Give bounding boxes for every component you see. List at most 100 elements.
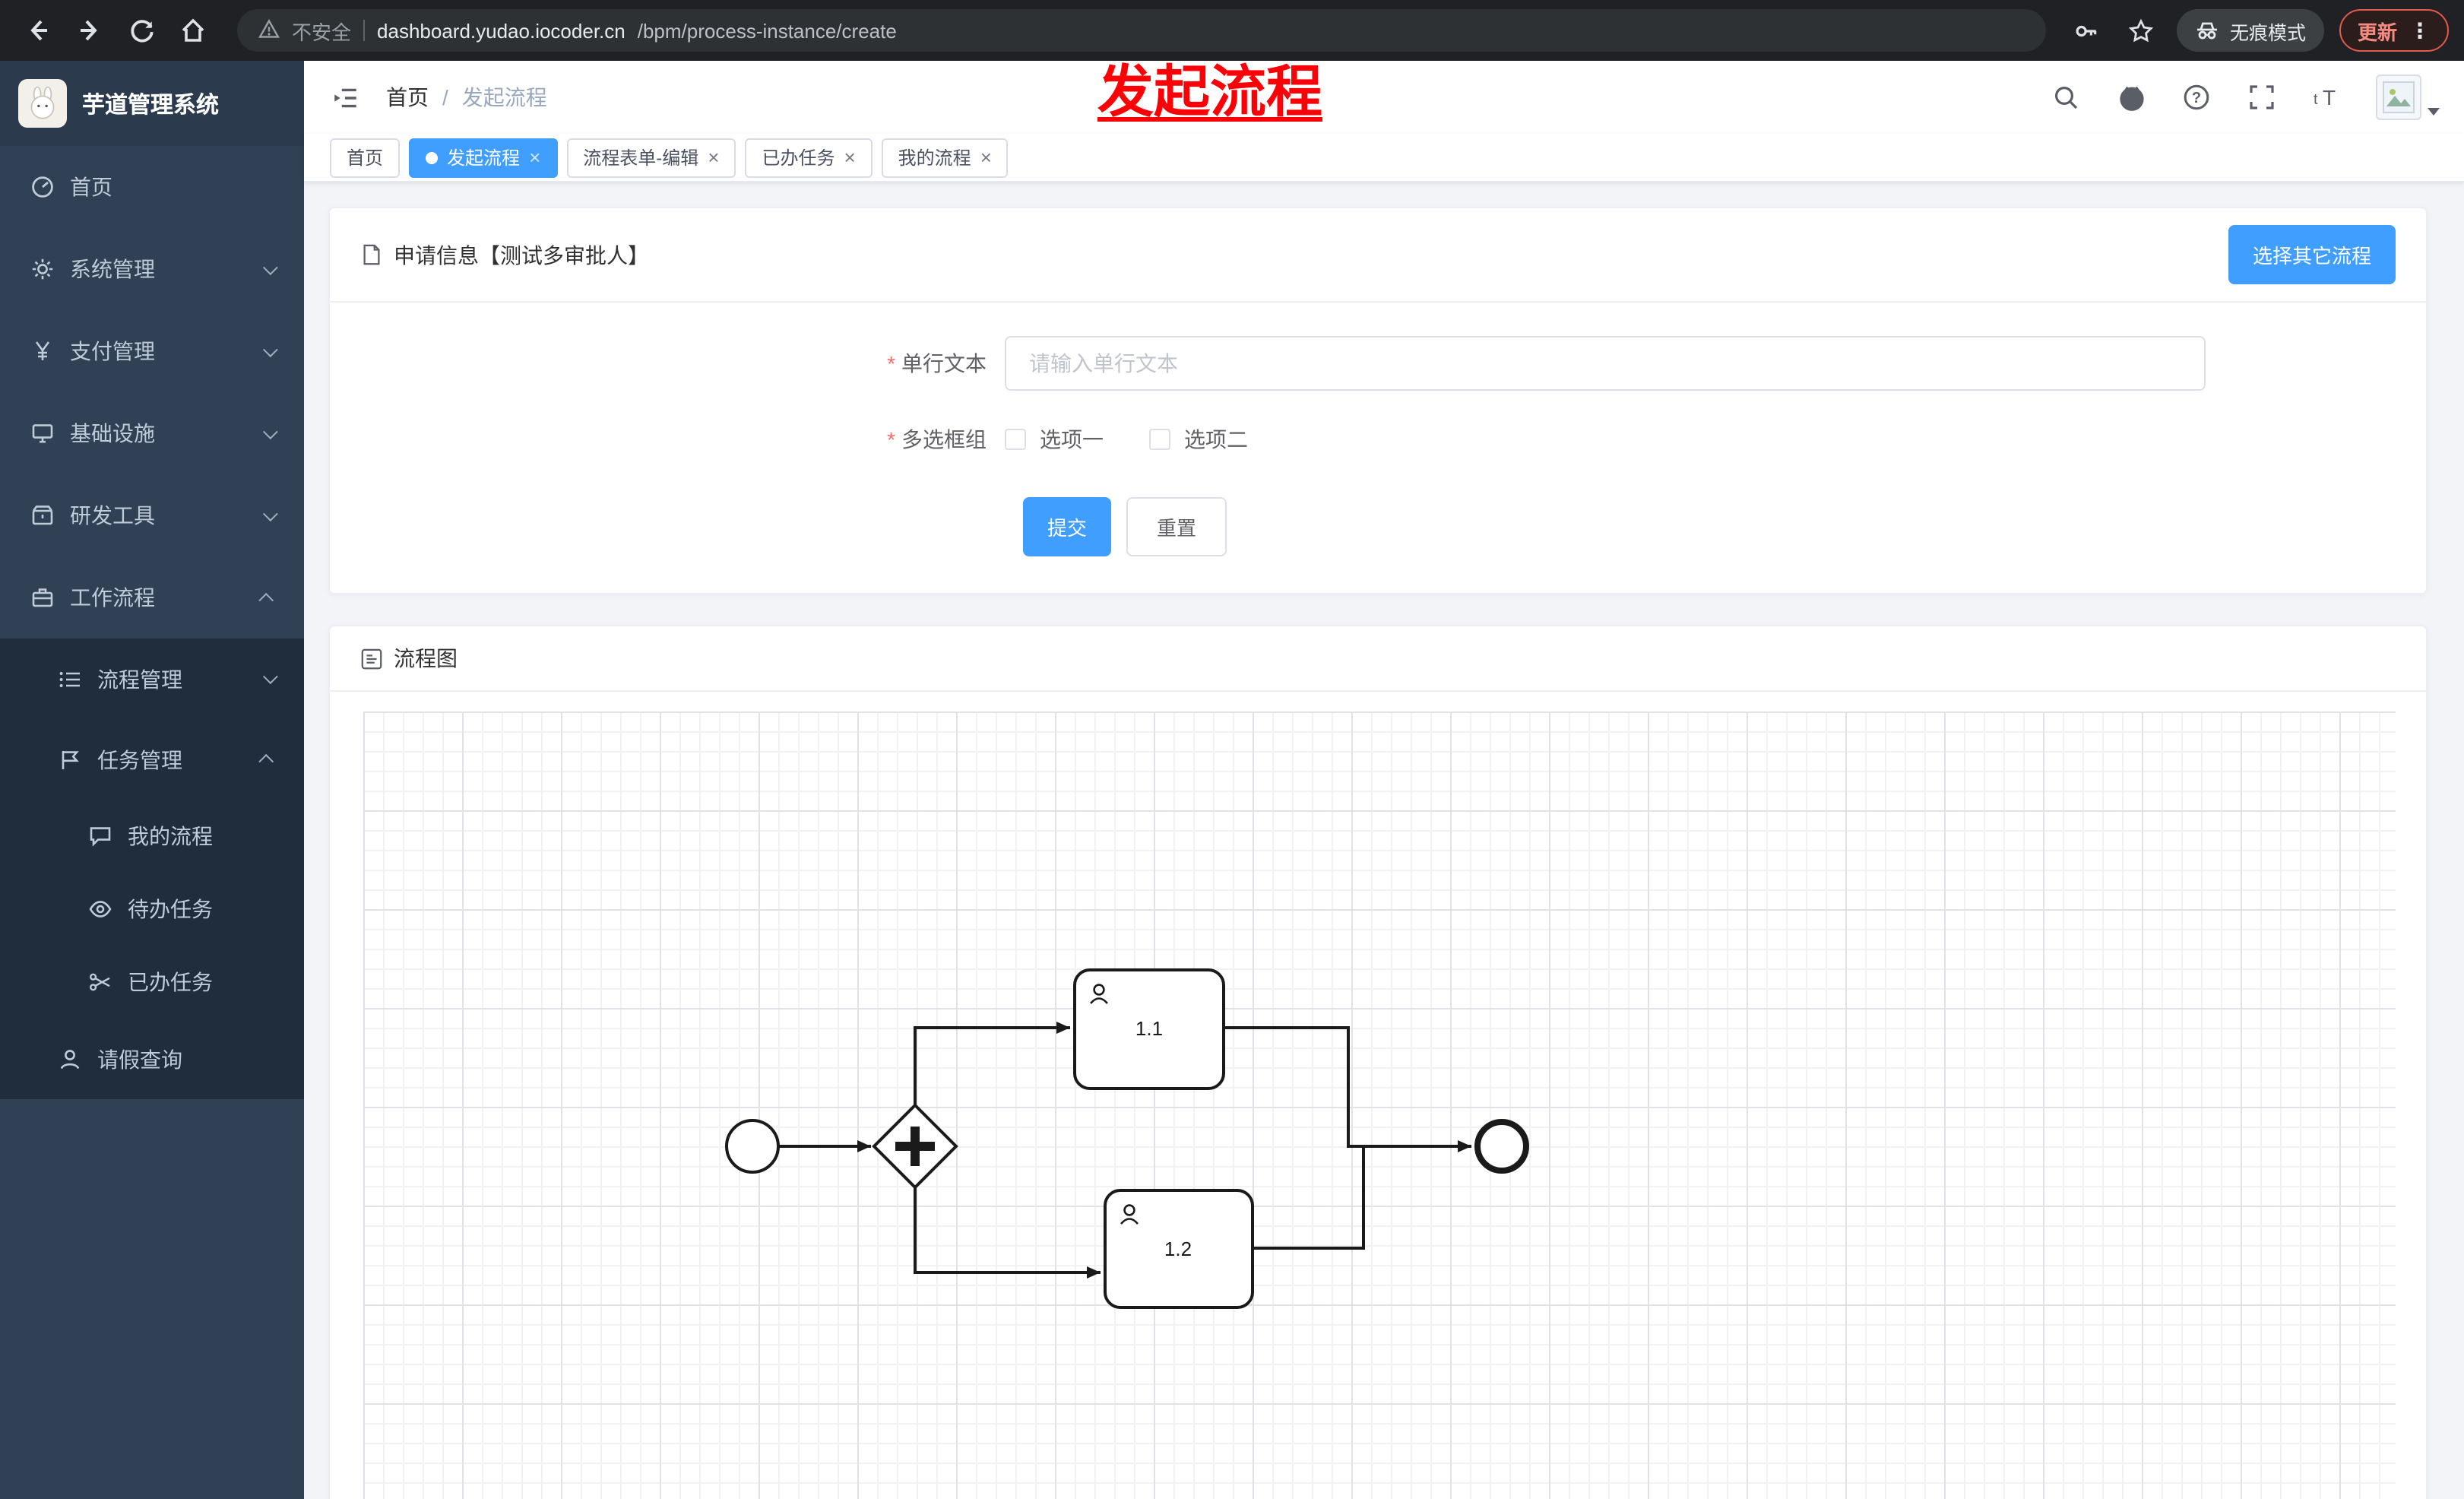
sidebar-item-system[interactable]: 系统管理	[0, 228, 304, 310]
svg-text:?: ?	[2192, 90, 2201, 106]
tab-bar: 首页 发起流程 × 流程表单-编辑 × 已办任务 × 我的流程 ×	[304, 134, 2464, 182]
sidebar-item-infrastructure[interactable]: 基础设施	[0, 392, 304, 474]
tab-done-tasks[interactable]: 已办任务 ×	[745, 138, 873, 177]
sidebar-item-todo-tasks[interactable]: 待办任务	[0, 873, 304, 946]
chevron-up-icon	[258, 591, 274, 607]
tab-my-process[interactable]: 我的流程 ×	[881, 138, 1009, 177]
chevron-down-icon	[262, 669, 278, 685]
back-icon[interactable]	[15, 8, 61, 53]
svg-text:T: T	[2323, 86, 2336, 109]
incognito-badge: 无痕模式	[2176, 9, 2324, 52]
tab-close-icon[interactable]: ×	[708, 146, 720, 169]
sidebar-item-payment[interactable]: 支付管理	[0, 310, 304, 392]
sidebar-item-done-tasks[interactable]: 已办任务	[0, 946, 304, 1019]
browser-chrome: 不安全 dashboard.yudao.iocoder.cn/bpm/proce…	[0, 0, 2464, 61]
checkbox-group: 选项一 选项二	[1005, 424, 1248, 455]
breadcrumb-home[interactable]: 首页	[386, 85, 429, 109]
fullscreen-icon[interactable]	[2245, 81, 2279, 114]
yen-icon	[35, 341, 50, 360]
breadcrumb: 首页 / 发起流程	[386, 82, 547, 113]
workflow-submenu: 流程管理 任务管理 我的流程 待办任务 已	[0, 639, 304, 1099]
chevron-down-icon	[262, 259, 278, 275]
key-icon[interactable]	[2067, 11, 2107, 50]
document-icon	[363, 244, 380, 265]
apply-form: *单行文本 *多选框组 选项一	[330, 303, 2426, 593]
chrome-update-button[interactable]: 更新 ⋮	[2339, 9, 2449, 52]
sidebar-item-home[interactable]: 首页	[0, 146, 304, 228]
svg-text:t: t	[2314, 91, 2318, 108]
sidebar-item-leave-query[interactable]: 请假查询	[0, 1019, 304, 1099]
flow-task1-to-end	[1224, 1026, 1471, 1152]
bpmn-canvas[interactable]: 1.1 1.2	[363, 711, 2396, 1499]
help-icon[interactable]: ?	[2180, 81, 2213, 114]
bpmn-end-event[interactable]	[1474, 1119, 1529, 1174]
sidebar-item-devtools[interactable]: 研发工具	[0, 474, 304, 556]
chat-bubble-icon	[90, 827, 111, 847]
reset-button[interactable]: 重置	[1126, 497, 1227, 556]
submit-button[interactable]: 提交	[1023, 497, 1112, 556]
required-marker: *	[887, 351, 895, 376]
sidebar-item-my-process[interactable]: 我的流程	[0, 800, 304, 873]
task1-label: 1.1	[1135, 1017, 1163, 1040]
github-icon[interactable]	[2114, 81, 2148, 114]
breadcrumb-current: 发起流程	[461, 85, 547, 109]
flag-icon	[62, 750, 79, 769]
page-content: 申请信息【测试多审批人】 选择其它流程 *单行文本	[304, 182, 2464, 1499]
sidebar: 芋道管理系统 首页 系统管理 支付管理 基础设施	[0, 61, 304, 1499]
tab-form-edit[interactable]: 流程表单-编辑 ×	[566, 138, 736, 177]
monitor-icon	[32, 424, 53, 443]
logo-rabbit-icon	[18, 79, 67, 128]
sidebar-collapse-icon[interactable]	[328, 81, 362, 114]
scissors-icon	[89, 973, 110, 991]
tab-close-icon[interactable]: ×	[844, 146, 856, 169]
active-tab-dot	[426, 151, 439, 163]
tab-home[interactable]: 首页	[330, 138, 401, 177]
reload-icon[interactable]	[119, 8, 164, 53]
checkbox-box[interactable]	[1005, 429, 1026, 450]
checkbox-option-2[interactable]: 选项二	[1149, 424, 1248, 455]
sidebar-item-task-management[interactable]: 任务管理	[0, 719, 304, 800]
home-icon[interactable]	[170, 8, 216, 53]
bpmn-start-event[interactable]	[725, 1119, 780, 1174]
flow-gateway-to-task1	[914, 1022, 1070, 1105]
address-bar[interactable]: 不安全 dashboard.yudao.iocoder.cn/bpm/proce…	[237, 9, 2046, 52]
checkbox-option-1[interactable]: 选项一	[1005, 424, 1104, 455]
dashboard-icon	[32, 176, 53, 198]
process-diagram-card: 流程图	[328, 625, 2428, 1499]
text-field-label: *单行文本	[887, 351, 987, 376]
eye-icon	[89, 901, 112, 917]
gear-icon	[32, 258, 53, 280]
sidebar-item-workflow[interactable]: 工作流程	[0, 556, 304, 639]
app-title: 芋道管理系统	[82, 92, 220, 118]
omnibox-divider	[363, 20, 366, 41]
user-icon	[60, 1049, 80, 1069]
parallel-plus-icon	[895, 1127, 935, 1166]
user-menu[interactable]	[2376, 74, 2440, 120]
bookmark-star-icon[interactable]	[2122, 11, 2162, 50]
bpmn-user-task-2[interactable]: 1.2	[1104, 1189, 1254, 1309]
apply-info-header: 申请信息【测试多审批人】 选择其它流程	[330, 208, 2426, 303]
bpmn-user-task-1[interactable]: 1.1	[1073, 968, 1225, 1090]
tab-close-icon[interactable]: ×	[980, 146, 992, 169]
tab-create-process[interactable]: 发起流程 ×	[409, 138, 558, 177]
sidebar-item-process-management[interactable]: 流程管理	[0, 639, 304, 719]
menu-kebab-icon[interactable]: ⋮	[2409, 18, 2431, 43]
url-path: /bpm/process-instance/create	[637, 19, 897, 42]
warning-icon	[258, 17, 280, 43]
search-icon[interactable]	[2049, 81, 2082, 114]
choose-other-process-button[interactable]: 选择其它流程	[2228, 225, 2396, 284]
forward-icon[interactable]	[67, 8, 112, 53]
checkbox-group-label: *多选框组	[887, 427, 987, 452]
checkbox-box[interactable]	[1149, 429, 1170, 450]
diagram-header: 流程图	[330, 626, 2426, 692]
tab-close-icon[interactable]: ×	[529, 146, 541, 169]
app-logo[interactable]: 芋道管理系统	[0, 61, 304, 146]
list-icon	[59, 671, 80, 686]
security-label: 不安全	[292, 21, 352, 43]
chevron-down-icon	[262, 341, 278, 357]
chevron-down-icon	[262, 423, 278, 439]
single-line-text-input[interactable]	[1005, 336, 2206, 391]
breadcrumb-separator: /	[442, 85, 448, 109]
